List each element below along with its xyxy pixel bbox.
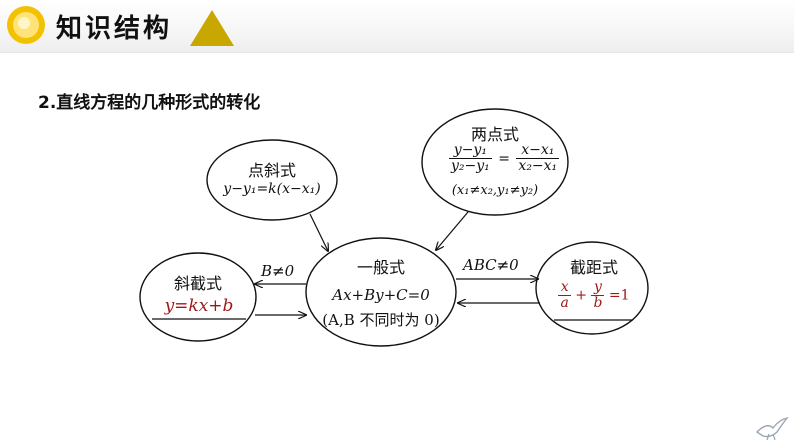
intercept-num1: x: [558, 280, 571, 296]
two-point-lhs-num: y−y₁: [449, 143, 492, 159]
two-point-equals: =: [498, 150, 510, 167]
two-point-lhs-den: y₂−y₁: [451, 158, 490, 174]
intercept-num2: y: [591, 280, 605, 296]
intercept-ellipse: [535, 241, 649, 335]
point-slope-ellipse: [206, 139, 338, 221]
general-condition: (A,B 不同时为 0): [322, 311, 440, 329]
two-point-rhs-num: x−x₁: [516, 143, 560, 159]
two-point-ellipse: [421, 108, 569, 216]
general-formula: Ax+By+C=0: [332, 286, 430, 304]
edge-label-abc-nonzero: ABC≠0: [463, 256, 519, 274]
two-point-rhs-den: x₂−x₁: [518, 158, 558, 174]
point-slope-formula: y−y₁=k(x−x₁): [223, 181, 321, 197]
arrow-point-slope-to-general: [309, 213, 328, 251]
page-title: 知识结构: [56, 14, 173, 44]
triangle-decoration-icon: [190, 10, 234, 46]
intercept-den1: a: [560, 295, 569, 311]
arrow-two-point-to-general: [436, 211, 469, 250]
slope-intercept-formula: y=kx+b: [164, 296, 234, 316]
two-point-condition: (x₁≠x₂,y₁≠y₂): [451, 183, 539, 198]
slope-intercept-label: 斜截式: [173, 274, 222, 293]
two-point-label: 两点式: [470, 125, 519, 144]
edge-label-b-nonzero: B≠0: [261, 262, 295, 280]
point-slope-label: 点斜式: [247, 161, 296, 180]
general-ellipse: [305, 237, 457, 347]
intercept-label: 截距式: [569, 258, 618, 277]
intercept-equals: =1: [608, 287, 630, 304]
bulb-logo-icon: [7, 6, 45, 44]
intercept-den2: b: [593, 295, 603, 311]
crane-logo-icon: [755, 416, 789, 441]
intercept-plus: +: [575, 287, 588, 304]
general-label: 一般式: [356, 258, 405, 277]
slope-intercept-ellipse: [139, 252, 257, 342]
section-subtitle: 2.直线方程的几种形式的转化: [38, 93, 261, 113]
header-band: [0, 0, 794, 53]
